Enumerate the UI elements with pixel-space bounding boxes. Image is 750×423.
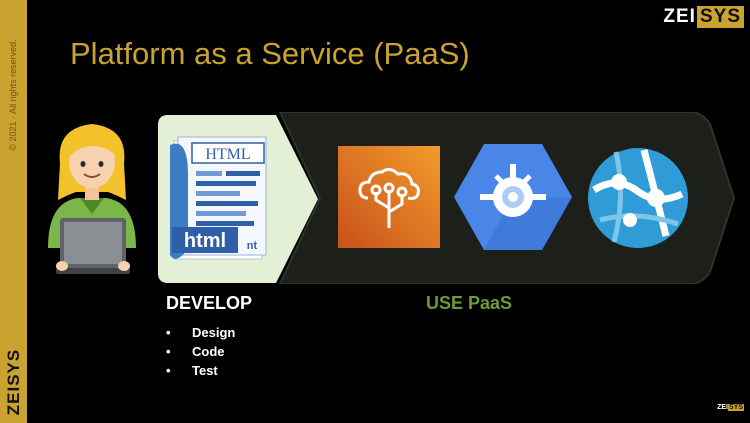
- develop-list: • Design • Code • Test: [166, 323, 235, 380]
- bullet: •: [166, 363, 171, 378]
- bullet: •: [166, 344, 171, 359]
- corner-logo-part2: SYS: [727, 404, 744, 411]
- bullet: •: [166, 325, 171, 340]
- html-footer-label: html: [184, 230, 226, 252]
- develop-card: HTML html nt: [158, 115, 322, 283]
- list-item-label: Code: [192, 344, 225, 359]
- brand-logo: ZEI SYS: [663, 6, 744, 28]
- aws-elastic-beanstalk-icon: [338, 146, 440, 248]
- brand-logo-part2: SYS: [696, 6, 744, 28]
- sidebar: © 2021 · All rights reserved. ZEISYS: [0, 0, 27, 423]
- copyright-text: © 2021 · All rights reserved.: [8, 39, 18, 151]
- azure-app-service-icon: [588, 148, 688, 248]
- list-item: • Code: [166, 342, 235, 361]
- list-item: • Test: [166, 361, 235, 380]
- brand-logo-part1: ZEI: [663, 6, 696, 27]
- google-app-engine-icon: [454, 144, 572, 250]
- slide-title: Platform as a Service (PaaS): [70, 36, 470, 71]
- list-item-label: Test: [192, 363, 218, 378]
- corner-logo-part1: ZEI: [717, 404, 728, 411]
- list-item: • Design: [166, 323, 235, 342]
- html-document-icon: HTML html nt: [158, 115, 318, 283]
- html-tail-label: nt: [247, 240, 258, 252]
- develop-title: DEVELOP: [166, 293, 253, 313]
- sidebar-logo: ZEISYS: [4, 348, 23, 416]
- developer-with-laptop-icon: [48, 124, 136, 274]
- list-item-label: Design: [192, 325, 236, 340]
- html-header-label: HTML: [205, 146, 250, 163]
- paas-label: USE PaaS: [426, 293, 513, 313]
- corner-logo: ZEISYS: [717, 404, 744, 411]
